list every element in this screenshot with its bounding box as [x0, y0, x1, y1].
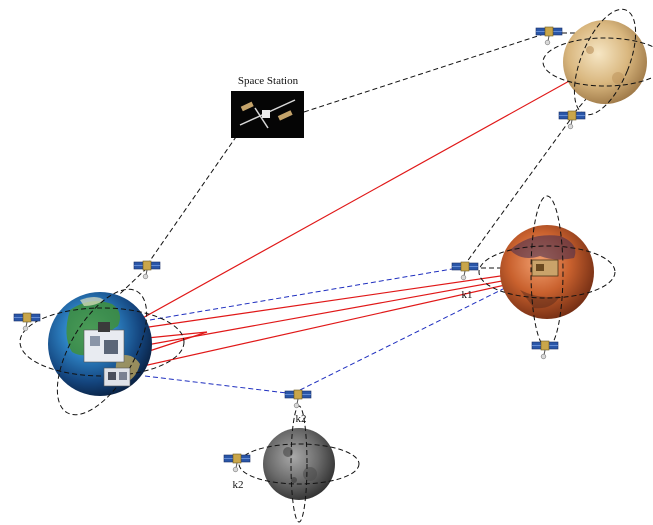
link-sat-venus-low-to-k1	[465, 119, 571, 264]
satellite-icon	[531, 340, 559, 360]
red-link-earth-to-venus	[111, 64, 599, 336]
moon-crater-3	[291, 477, 297, 483]
mars-planet	[478, 195, 616, 349]
satellite-icon	[558, 110, 586, 130]
venus-crater	[586, 46, 594, 54]
moon-orbit-horizontal	[238, 443, 360, 485]
ground-station-icon	[83, 322, 125, 363]
earth-orbit-horizontal	[19, 307, 185, 377]
habitat-module-icon	[103, 367, 131, 387]
link-earth-to-k1	[149, 267, 459, 321]
satellite-icon	[284, 389, 312, 409]
red-direct-links	[111, 64, 599, 374]
venus-planet	[542, 8, 653, 116]
k1-label: k1	[462, 289, 473, 301]
space-station-label: Space Station	[238, 75, 299, 87]
link-sat-a-to-station	[146, 133, 239, 266]
satellite-icon	[451, 261, 479, 281]
red-link-earth-to-mars-3	[111, 278, 533, 374]
satellite-icon	[223, 453, 251, 473]
link-earth-to-k2	[144, 375, 296, 395]
station-panel	[240, 101, 254, 112]
mars-orbit-horizontal	[478, 245, 616, 299]
earth-continent	[66, 301, 120, 356]
venus-icon	[563, 20, 647, 104]
space-station: Space Station	[231, 75, 304, 138]
red-link-earth-to-mars-1	[127, 271, 529, 331]
k2-moon-label: k2	[233, 479, 244, 491]
mars-base-icon	[531, 259, 559, 277]
moon-crater	[283, 447, 293, 457]
moon-crater-2	[303, 467, 317, 481]
satellite-icon	[535, 26, 563, 46]
station-panel-2	[277, 110, 293, 121]
venus-crater-2	[612, 72, 624, 84]
moon-icon	[263, 428, 335, 500]
link-station-to-sat-venus	[303, 32, 548, 113]
earth-continent-3	[80, 297, 104, 306]
mars-dark-region-2	[520, 290, 560, 309]
mars-dark-region	[510, 235, 576, 260]
venus-orbit-horizontal	[542, 37, 653, 87]
blue-relay-links	[144, 267, 514, 395]
k2-relay-label: k2	[296, 413, 307, 425]
earth-planet	[19, 288, 185, 416]
station-core	[262, 110, 270, 118]
moon-planet	[238, 405, 360, 523]
